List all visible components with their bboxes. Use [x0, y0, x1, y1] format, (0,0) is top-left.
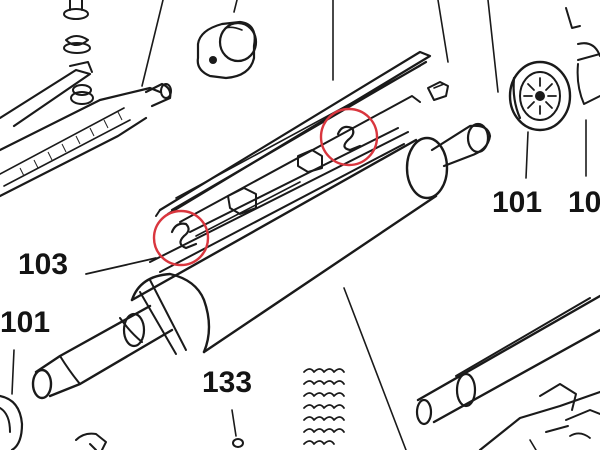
- upper-channel: [155, 50, 432, 233]
- retaining-clip-left: [170, 222, 198, 250]
- leader-top-far-right: [487, 0, 499, 93]
- callout-133: 133: [202, 366, 252, 399]
- callout-101-left: 101: [0, 306, 50, 339]
- left-rail-assembly: [0, 61, 172, 198]
- top-right-fragments: [565, 7, 600, 177]
- callout-10-cut: 10: [568, 186, 600, 219]
- leader-top-mid: [233, 0, 238, 13]
- leader-top-left: [141, 0, 164, 87]
- highlight-circle-left: [152, 209, 210, 267]
- top-bushing: [196, 20, 258, 80]
- leader-133: [231, 409, 237, 437]
- leader-top-right: [437, 0, 449, 63]
- bottom-small-part: [75, 432, 107, 450]
- leader-right-gear: [525, 131, 529, 179]
- main-roller: [31, 122, 492, 400]
- retaining-clip-right: [336, 125, 362, 152]
- spring: [303, 368, 345, 445]
- right-gear: [508, 60, 572, 132]
- leader-roller-bottom: [343, 287, 407, 450]
- bottom-pin-head: [232, 438, 244, 448]
- channel-screw: [427, 81, 449, 101]
- bottom-right-shaft: [415, 294, 600, 450]
- leader-103: [85, 257, 157, 275]
- top-left-screw: [63, 0, 91, 54]
- callout-103: 103: [18, 248, 68, 281]
- bottom-left-hub: [0, 349, 24, 450]
- highlight-circle-right: [319, 107, 379, 167]
- callout-101-right: 101: [492, 186, 542, 219]
